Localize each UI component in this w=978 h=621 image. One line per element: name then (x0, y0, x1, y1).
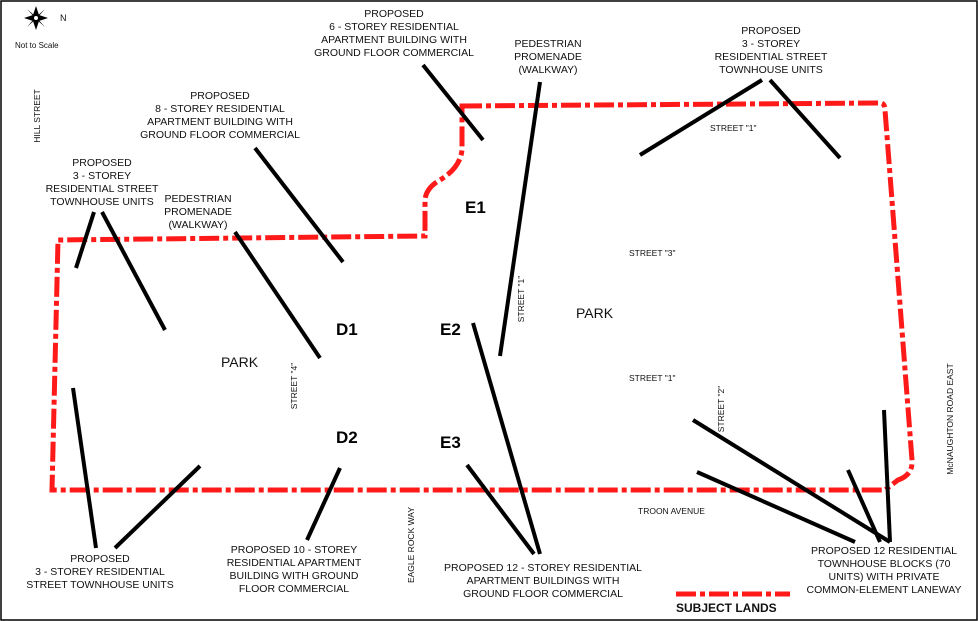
label-promenade-top: PEDESTRIAN PROMENADE (WALKWAY) (514, 38, 582, 76)
street-1-mid: STREET "1" (629, 373, 676, 383)
street-3: STREET "3" (629, 248, 676, 258)
block-e2: E2 (440, 320, 461, 339)
street-eagle-rock-way: EAGLE ROCK WAY (406, 506, 416, 584)
north-arrow-icon (24, 6, 48, 30)
park-east: PARK (576, 305, 614, 321)
label-promenade-left: PEDESTRIAN PROMENADE (WALKWAY) (164, 193, 232, 231)
label-six-storey: PROPOSED 6 - STOREY RESIDENTIAL APARTMEN… (314, 8, 474, 59)
leader-lines (71, 63, 892, 556)
street-mcnaughton-road-east: McNAUGHTON ROAD EAST (945, 363, 955, 475)
label-townhouse-left: PROPOSED 3 - STOREY RESIDENTIAL STREET T… (45, 157, 159, 208)
north-letter: N (60, 13, 67, 23)
street-1-top: STREET "1" (710, 123, 757, 133)
label-townhouse-top-right: PROPOSED 3 - STOREY RESIDENTIAL STREET T… (714, 25, 828, 76)
street-2: STREET "2" (716, 385, 726, 433)
block-d1: D1 (336, 320, 358, 339)
subject-lands-boundary (49, 100, 915, 493)
label-eight-storey: PROPOSED 8 - STOREY RESIDENTIAL APARTMEN… (140, 90, 300, 141)
street-troon-avenue: TROON AVENUE (638, 506, 705, 516)
street-hill: HILL STREET (32, 89, 42, 143)
legend-label: SUBJECT LANDS (676, 601, 777, 615)
street-4: STREET "4" (289, 362, 299, 410)
label-twelve-storey: PROPOSED 12 - STOREY RESIDENTIAL APARTME… (443, 562, 642, 600)
block-e3: E3 (440, 433, 461, 452)
label-townhouse-blocks: PROPOSED 12 RESIDENTIAL TOWNHOUSE BLOCKS… (806, 545, 962, 596)
block-e1: E1 (465, 198, 486, 217)
park-west: PARK (221, 354, 259, 370)
street-1-vertical: STREET "1" (516, 275, 526, 323)
label-ten-storey: PROPOSED 10 - STOREY RESIDENTIAL APARTME… (226, 544, 362, 595)
label-townhouse-bottom-left: PROPOSED 3 - STOREY RESIDENTIAL STREET T… (26, 553, 174, 591)
block-d2: D2 (336, 428, 358, 447)
scale-note: Not to Scale (15, 41, 59, 50)
